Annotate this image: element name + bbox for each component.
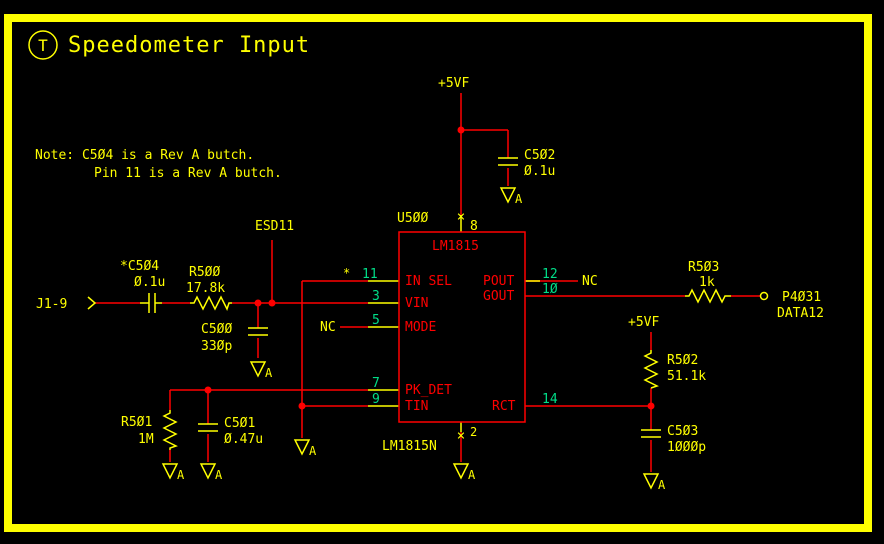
pin-5-number: 5 <box>372 313 380 328</box>
no-connect-top: × <box>457 209 465 225</box>
pin-7-number: 7 <box>372 376 380 391</box>
pin-stubs <box>368 215 540 432</box>
title-badge: T <box>38 36 48 55</box>
ground-c500-icon <box>250 361 266 377</box>
ground-c503-icon <box>643 473 659 489</box>
output-port-label: P4Ø31 <box>782 290 821 305</box>
no-connect-bottom: × <box>457 428 465 444</box>
ground-tin-icon <box>294 439 310 455</box>
page-title: Speedometer Input <box>68 33 310 58</box>
nc-pout-label: NC <box>582 274 598 289</box>
ic-top-pin: 8 <box>470 219 478 234</box>
ground-c500-label: A <box>265 366 273 380</box>
ground-r501-icon <box>162 463 178 479</box>
pin-11-flag: * <box>343 266 350 280</box>
ground-c501-label: A <box>215 468 223 482</box>
input-connector-symbol <box>87 296 97 310</box>
pin-12-name: POUT <box>483 274 514 289</box>
c503-value: 1ØØØp <box>667 440 706 455</box>
ground-c503-label: A <box>658 478 666 492</box>
pin-11-number: 11 <box>362 267 378 282</box>
ic-u500: U5ØØ LM1815 LM1815N 8 2 × × * 11 IN SEL … <box>343 209 558 454</box>
ground-r501-label: A <box>177 468 185 482</box>
power-top-label: +5VF <box>438 76 469 91</box>
c502-value: Ø.1u <box>524 164 555 179</box>
c504-value: Ø.1u <box>134 275 165 290</box>
pin-10-number: 1Ø <box>542 282 558 297</box>
ic-part: LM1815 <box>432 239 479 254</box>
sheet-border <box>4 14 872 532</box>
c504-symbol <box>140 293 162 313</box>
r501-symbol <box>162 410 178 450</box>
ic-partnum: LM1815N <box>382 439 437 454</box>
r503-value: 1k <box>699 275 715 290</box>
r503-ref: R5Ø3 <box>688 260 719 275</box>
title-block: T Speedometer Input <box>28 30 310 60</box>
r500-symbol <box>190 295 232 311</box>
pin-12-number: 12 <box>542 267 558 282</box>
c501-ref: C5Ø1 <box>224 416 255 431</box>
c501-symbol <box>198 423 218 432</box>
c500-value: 33Øp <box>201 339 232 354</box>
pin-14-number: 14 <box>542 392 558 407</box>
c502-symbol <box>498 157 518 166</box>
output-port-icon <box>759 291 769 301</box>
ic-bottom-pin: 2 <box>470 425 477 439</box>
ic-refdes: U5ØØ <box>397 211 428 226</box>
pin-14-name: RCT <box>492 399 516 414</box>
pin-5-name: MODE <box>405 320 436 335</box>
r503-symbol <box>685 288 731 304</box>
esd-net-label: ESD11 <box>255 219 294 234</box>
r502-ref: R5Ø2 <box>667 353 698 368</box>
r500-ref: R5ØØ <box>189 265 220 280</box>
ic-body <box>398 231 526 423</box>
c503-ref: C5Ø3 <box>667 424 698 439</box>
ground-c502-icon <box>500 187 516 203</box>
r502-symbol <box>643 350 659 389</box>
r500-value: 17.8k <box>186 281 225 296</box>
r501-value: 1M <box>138 432 154 447</box>
pin-7-name: PK_DET <box>405 383 452 398</box>
title-badge-circle <box>28 30 58 60</box>
pin-9-number: 9 <box>372 392 380 407</box>
r502-value: 51.1k <box>667 369 706 384</box>
junctions <box>204 126 655 410</box>
nc-mode-label: NC <box>320 320 336 335</box>
ground-tin-label: A <box>309 444 317 458</box>
ground-pin2-icon <box>453 463 469 479</box>
pin-9-name: TIN <box>405 399 428 414</box>
ground-pin2-label: A <box>468 468 476 482</box>
ground-c502-label: A <box>515 192 523 206</box>
c501-value: Ø.47u <box>224 432 263 447</box>
pin-3-number: 3 <box>372 289 380 304</box>
ground-c501-icon <box>200 463 216 479</box>
note-line-2: Pin 11 is a Rev A butch. <box>94 166 282 181</box>
pin-3-name: VIN <box>405 296 428 311</box>
c502-ref: C5Ø2 <box>524 148 555 163</box>
c503-symbol <box>641 429 661 438</box>
pin-11-name: IN SEL <box>405 274 452 289</box>
note-line-1: Note: C5Ø4 is a Rev A butch. <box>35 148 254 163</box>
c500-ref: C5ØØ <box>201 322 232 337</box>
power-right-label: +5VF <box>628 315 659 330</box>
output-net-label: DATA12 <box>777 306 824 321</box>
c500-symbol <box>248 327 268 336</box>
pin-10-name: GOUT <box>483 289 514 304</box>
c504-ref: *C5Ø4 <box>120 259 159 274</box>
r501-ref: R5Ø1 <box>121 415 152 430</box>
input-net-label: J1-9 <box>36 297 67 312</box>
